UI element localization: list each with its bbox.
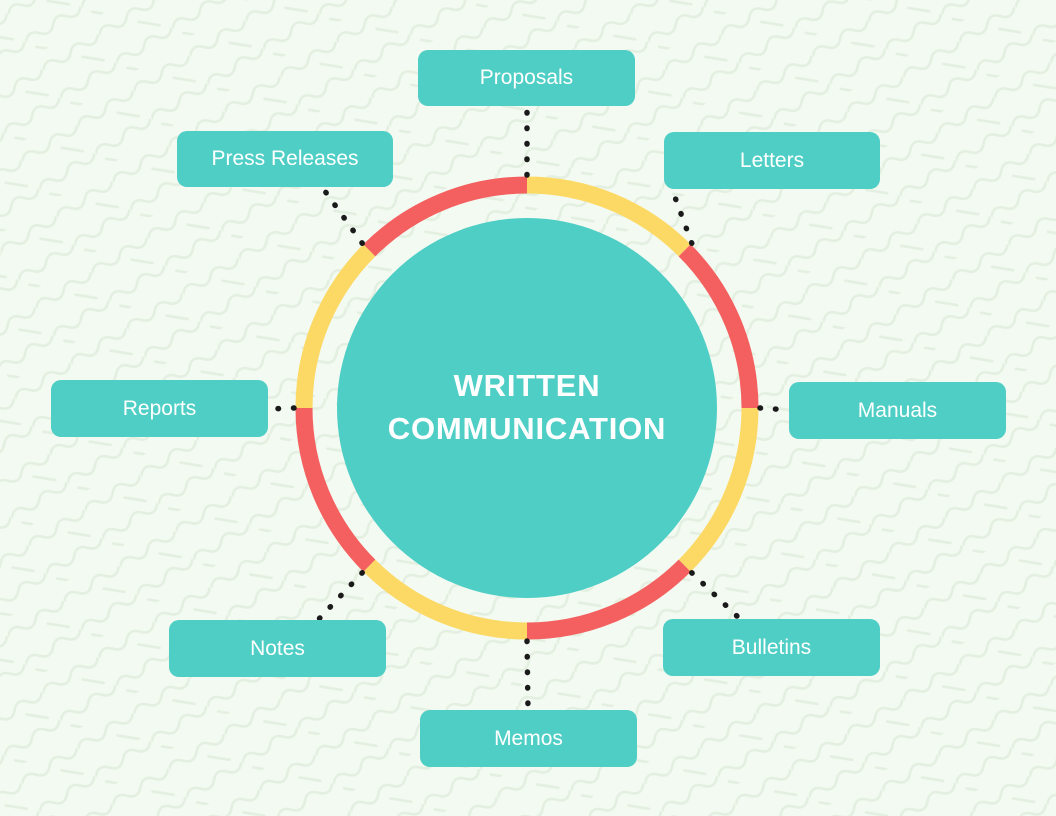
hub-title: WRITTEN COMMUNICATION [387, 368, 667, 446]
node-notes-label: Notes [250, 636, 305, 660]
connector-line [319, 184, 365, 246]
connector-line [315, 570, 365, 623]
node-press-releases[interactable]: Press Releases [177, 131, 393, 187]
node-manuals-label: Manuals [857, 398, 938, 422]
node-press-releases-label: Press Releases [211, 147, 359, 170]
node-reports-label: Reports [122, 396, 197, 420]
node-proposals[interactable]: Proposals [418, 50, 635, 106]
connector-line [669, 186, 695, 246]
node-bulletins-label: Bulletins [731, 635, 812, 659]
node-memos[interactable]: Memos [420, 710, 637, 767]
connector-line [689, 570, 743, 622]
connector-line [757, 405, 792, 413]
node-bulletins[interactable]: Bulletins [663, 619, 880, 676]
connector-line [265, 405, 297, 412]
connector-line [524, 638, 531, 713]
node-reports[interactable]: Reports [51, 380, 268, 437]
node-letters-label: Letters [739, 148, 805, 172]
hub-core-circle: WRITTEN COMMUNICATION [337, 218, 717, 598]
node-manuals[interactable]: Manuals [789, 382, 1006, 439]
node-proposals-label: Proposals [479, 66, 574, 89]
node-memos-label: Memos [494, 726, 563, 750]
node-letters[interactable]: Letters [664, 132, 880, 189]
node-notes[interactable]: Notes [169, 620, 386, 677]
